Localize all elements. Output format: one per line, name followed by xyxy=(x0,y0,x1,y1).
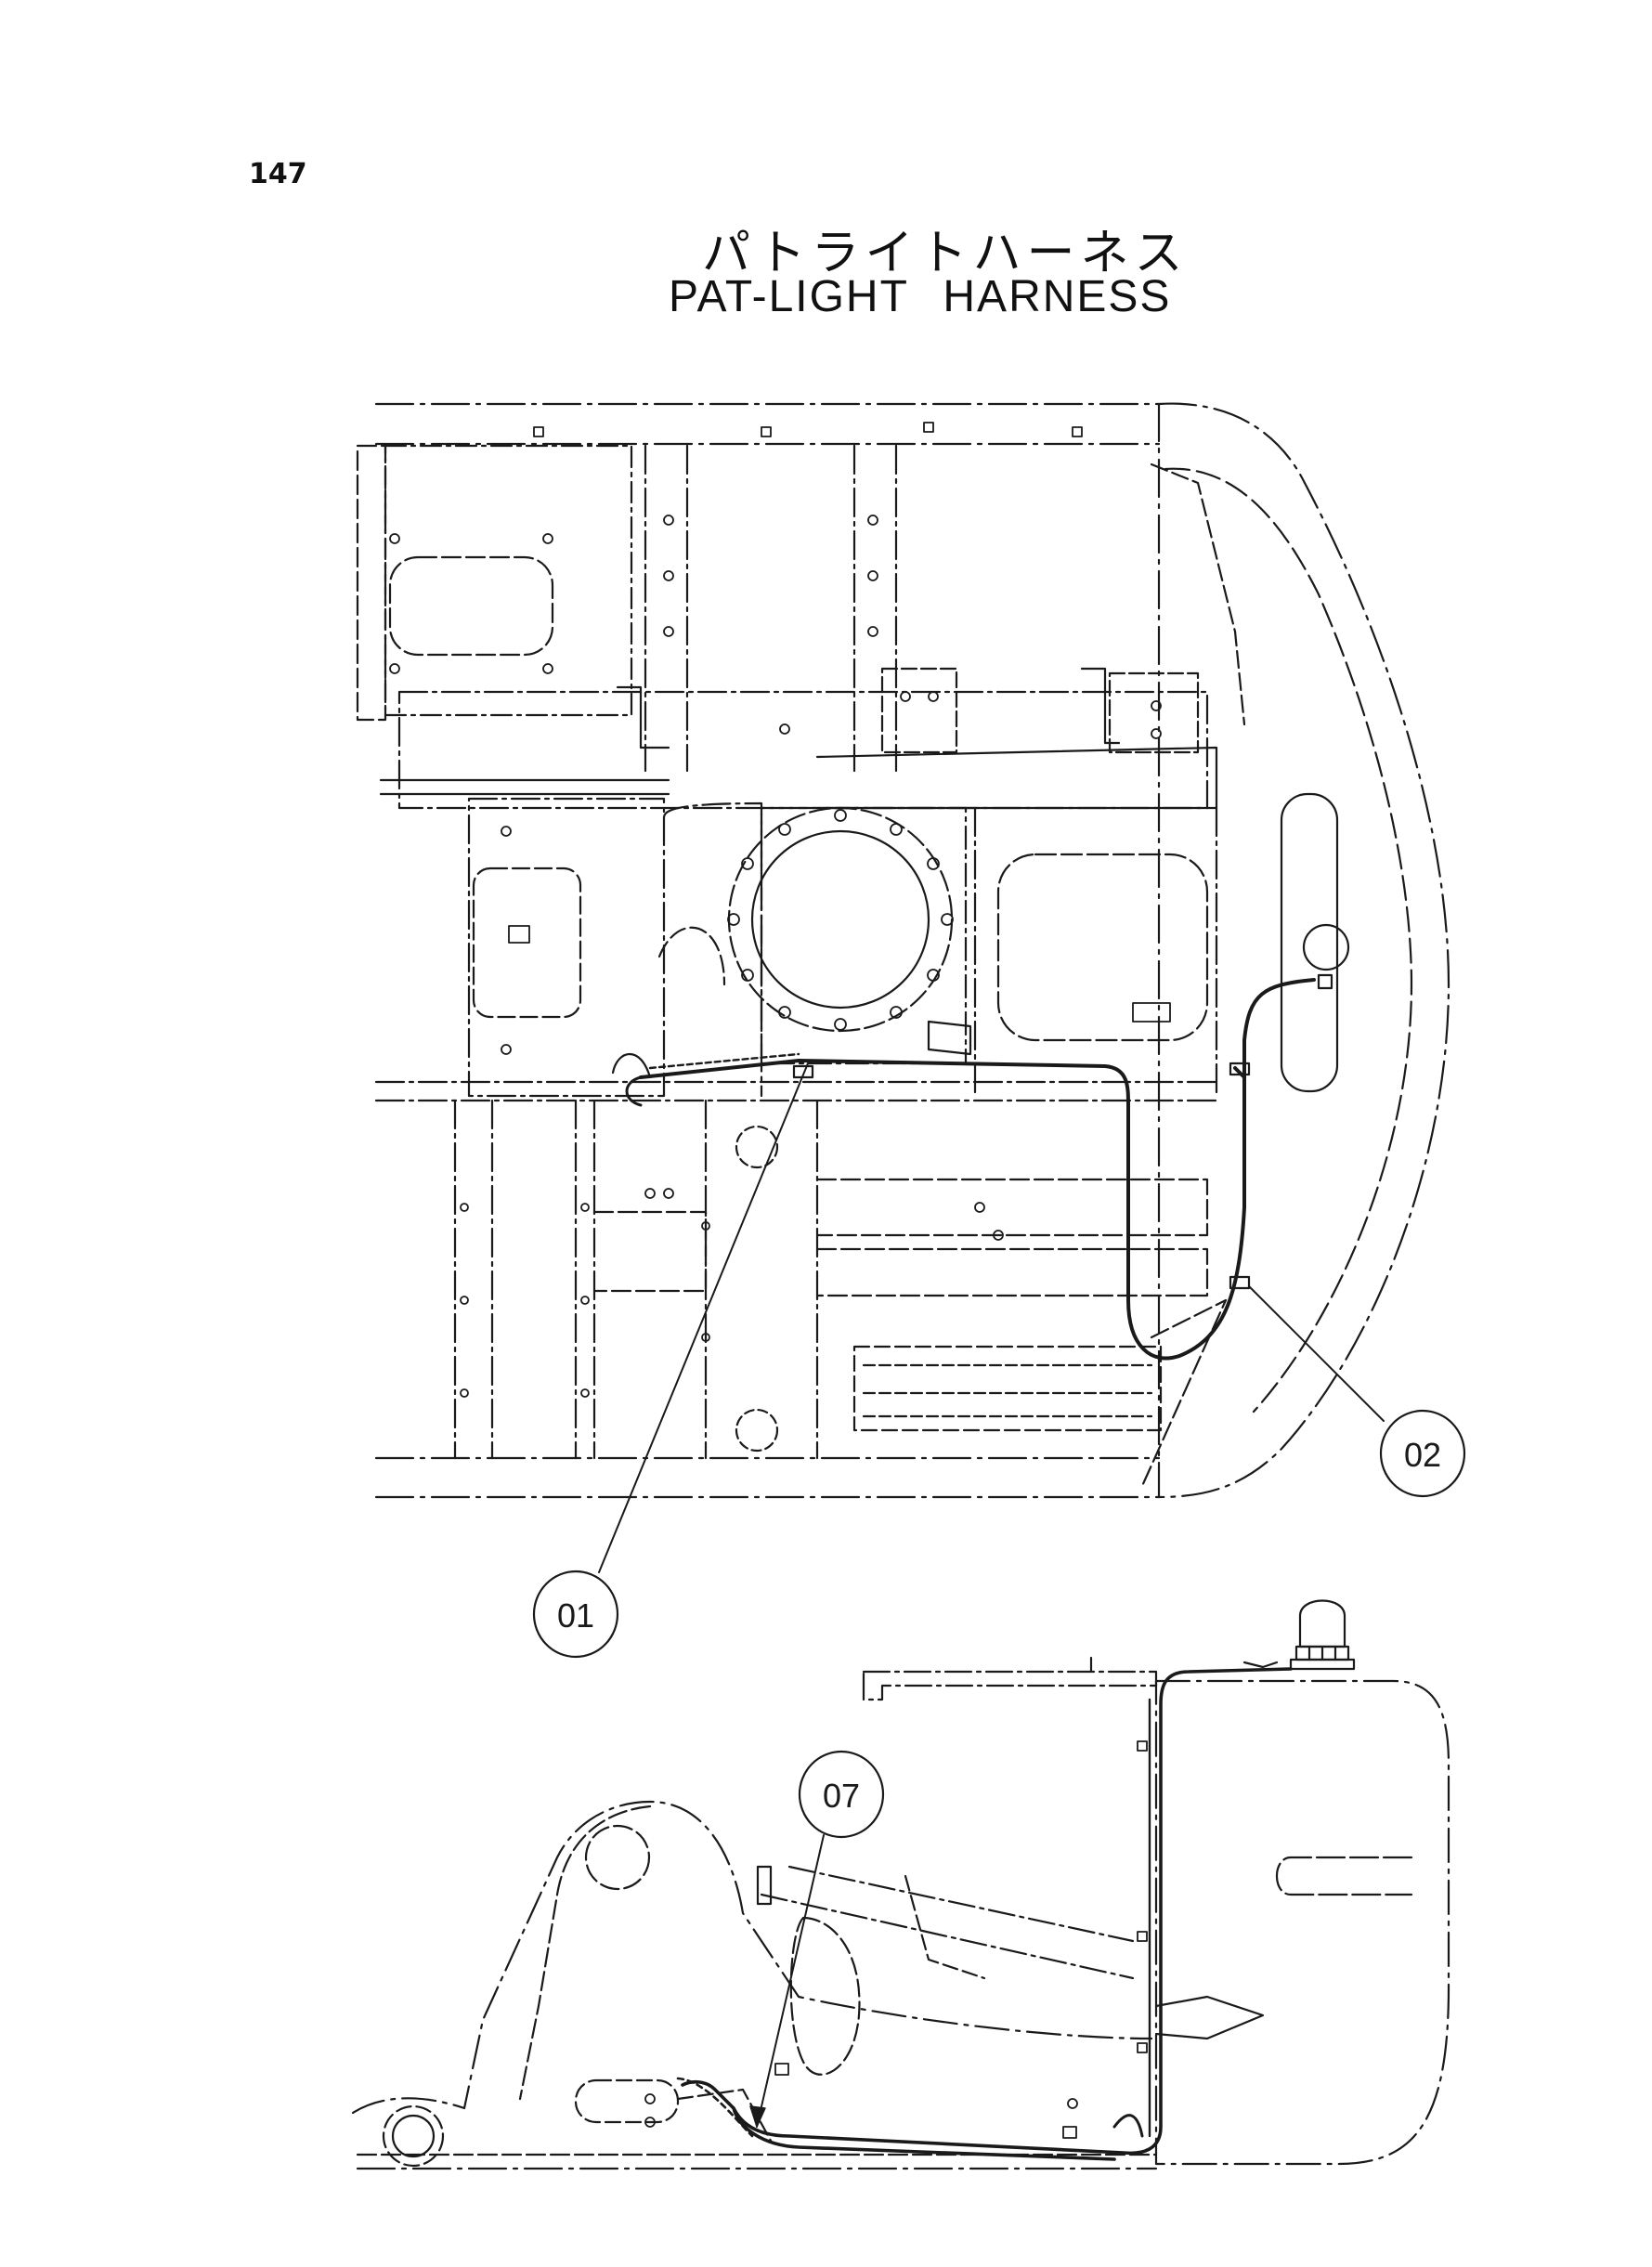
callout-02-label: 02 xyxy=(1404,1436,1441,1474)
top-view-frame xyxy=(356,402,1450,1499)
pat-light-lamp xyxy=(1242,1599,1356,1671)
harness-route-top xyxy=(625,973,1333,1361)
side-view-frame xyxy=(351,1599,1450,2170)
title-english: PAT-LIGHT HARNESS xyxy=(669,272,1172,321)
callout-07[interactable]: 07 xyxy=(749,1750,885,2128)
page-number: 147 xyxy=(249,158,307,190)
title-japanese: パトライトハーネス xyxy=(702,226,1189,281)
callout-01-label: 01 xyxy=(557,1596,594,1635)
callout-07-label: 07 xyxy=(823,1777,860,1815)
callout-01[interactable]: 01 xyxy=(532,1062,809,1659)
callout-02[interactable]: 02 xyxy=(1248,1285,1466,1498)
harness-route-side xyxy=(676,1667,1293,2161)
